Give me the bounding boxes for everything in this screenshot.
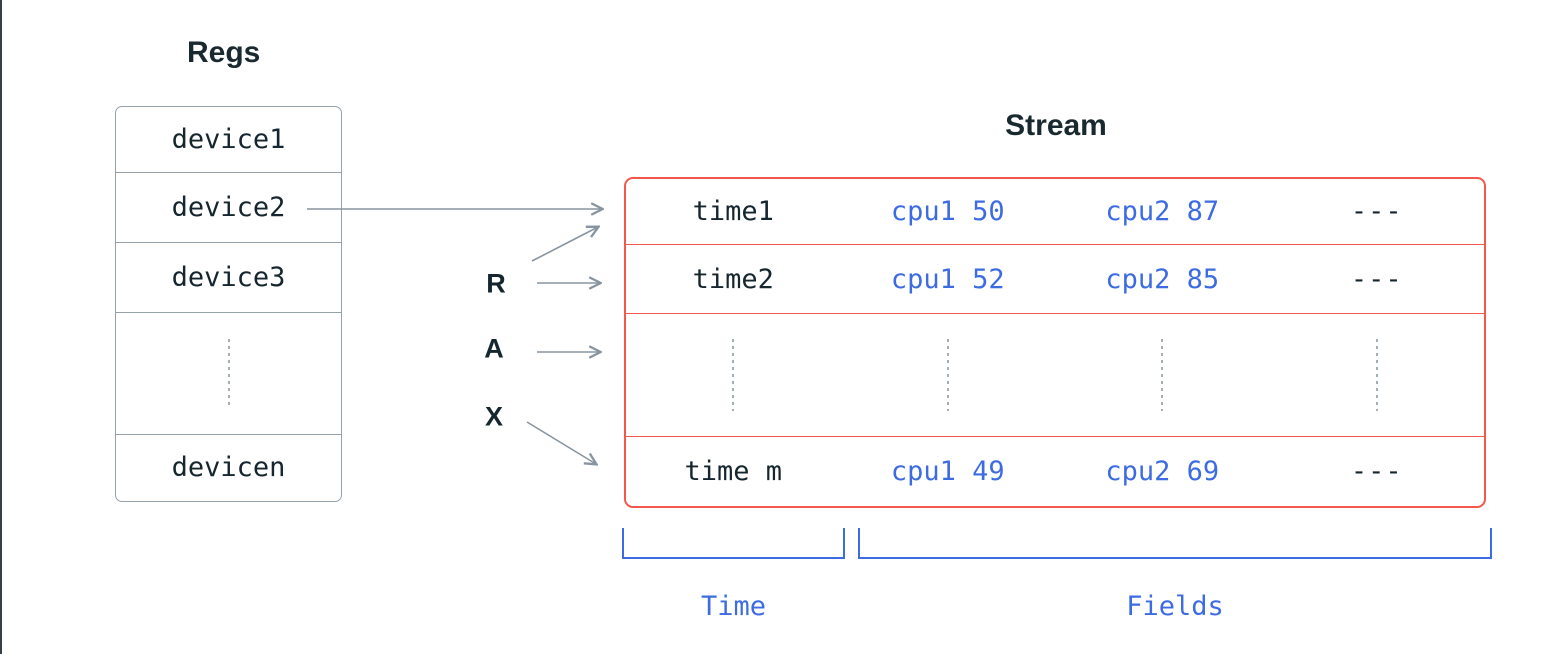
stream-box: time1 cpu1 50 cpu2 87 --- time2 cpu1 52 … (624, 177, 1486, 508)
time-cell: time2 (692, 263, 774, 295)
vertical-ellipsis-dots (732, 339, 735, 411)
regs-row-devicen: devicen (116, 435, 341, 499)
stream-row-time1: time1 cpu1 50 cpu2 87 --- (626, 179, 1484, 245)
regs-row-label: devicen (171, 451, 286, 483)
regs-box: device1 device2 device3 devicen (115, 106, 342, 502)
stream-row-ellipsis (626, 314, 1484, 437)
regs-row-label: device2 (171, 192, 286, 223)
cpu2-cell: cpu2 87 (1105, 196, 1220, 227)
cpu2-cell: cpu2 69 (1105, 456, 1220, 487)
cpu1-cell: cpu1 52 (890, 263, 1005, 295)
arrow-x-to-row4 (526, 421, 596, 464)
regs-row-device2: device2 (116, 173, 341, 243)
regs-row-ellipsis (116, 313, 341, 435)
stream-title: Stream (1005, 109, 1107, 142)
more-fields-cell: --- (1350, 196, 1403, 227)
label-r: R (486, 268, 506, 299)
regs-title: Regs (187, 36, 261, 69)
cpu1-cell: cpu1 50 (890, 196, 1005, 227)
label-x: X (484, 401, 504, 432)
regs-row-device1: device1 (116, 107, 341, 173)
vertical-ellipsis-dots (1161, 339, 1164, 411)
more-fields-cell: --- (1350, 263, 1403, 295)
stream-row-time2: time2 cpu1 52 cpu2 85 --- (626, 245, 1484, 314)
vertical-ellipsis-dots (946, 339, 949, 411)
time-bracket (622, 528, 845, 559)
time-cell: time1 (692, 196, 774, 227)
arrow-r-to-row1 (531, 227, 598, 262)
label-a: A (484, 333, 504, 364)
vertical-ellipsis-dots (227, 338, 230, 409)
screen-left-edge-line (0, 0, 2, 654)
time-bracket-label: Time (700, 591, 767, 622)
stream-row-timem: time m cpu1 49 cpu2 69 --- (626, 437, 1484, 506)
regs-row-device3: device3 (116, 243, 341, 313)
fields-bracket (858, 528, 1492, 559)
more-fields-cell: --- (1350, 456, 1403, 487)
regs-row-label: device1 (171, 124, 286, 155)
fields-bracket-label: Fields (1126, 591, 1224, 622)
cpu2-cell: cpu2 85 (1105, 263, 1220, 295)
vertical-ellipsis-dots (1375, 339, 1378, 411)
cpu1-cell: cpu1 49 (890, 456, 1005, 487)
time-cell: time m (684, 456, 783, 487)
regs-row-label: device3 (171, 262, 286, 293)
